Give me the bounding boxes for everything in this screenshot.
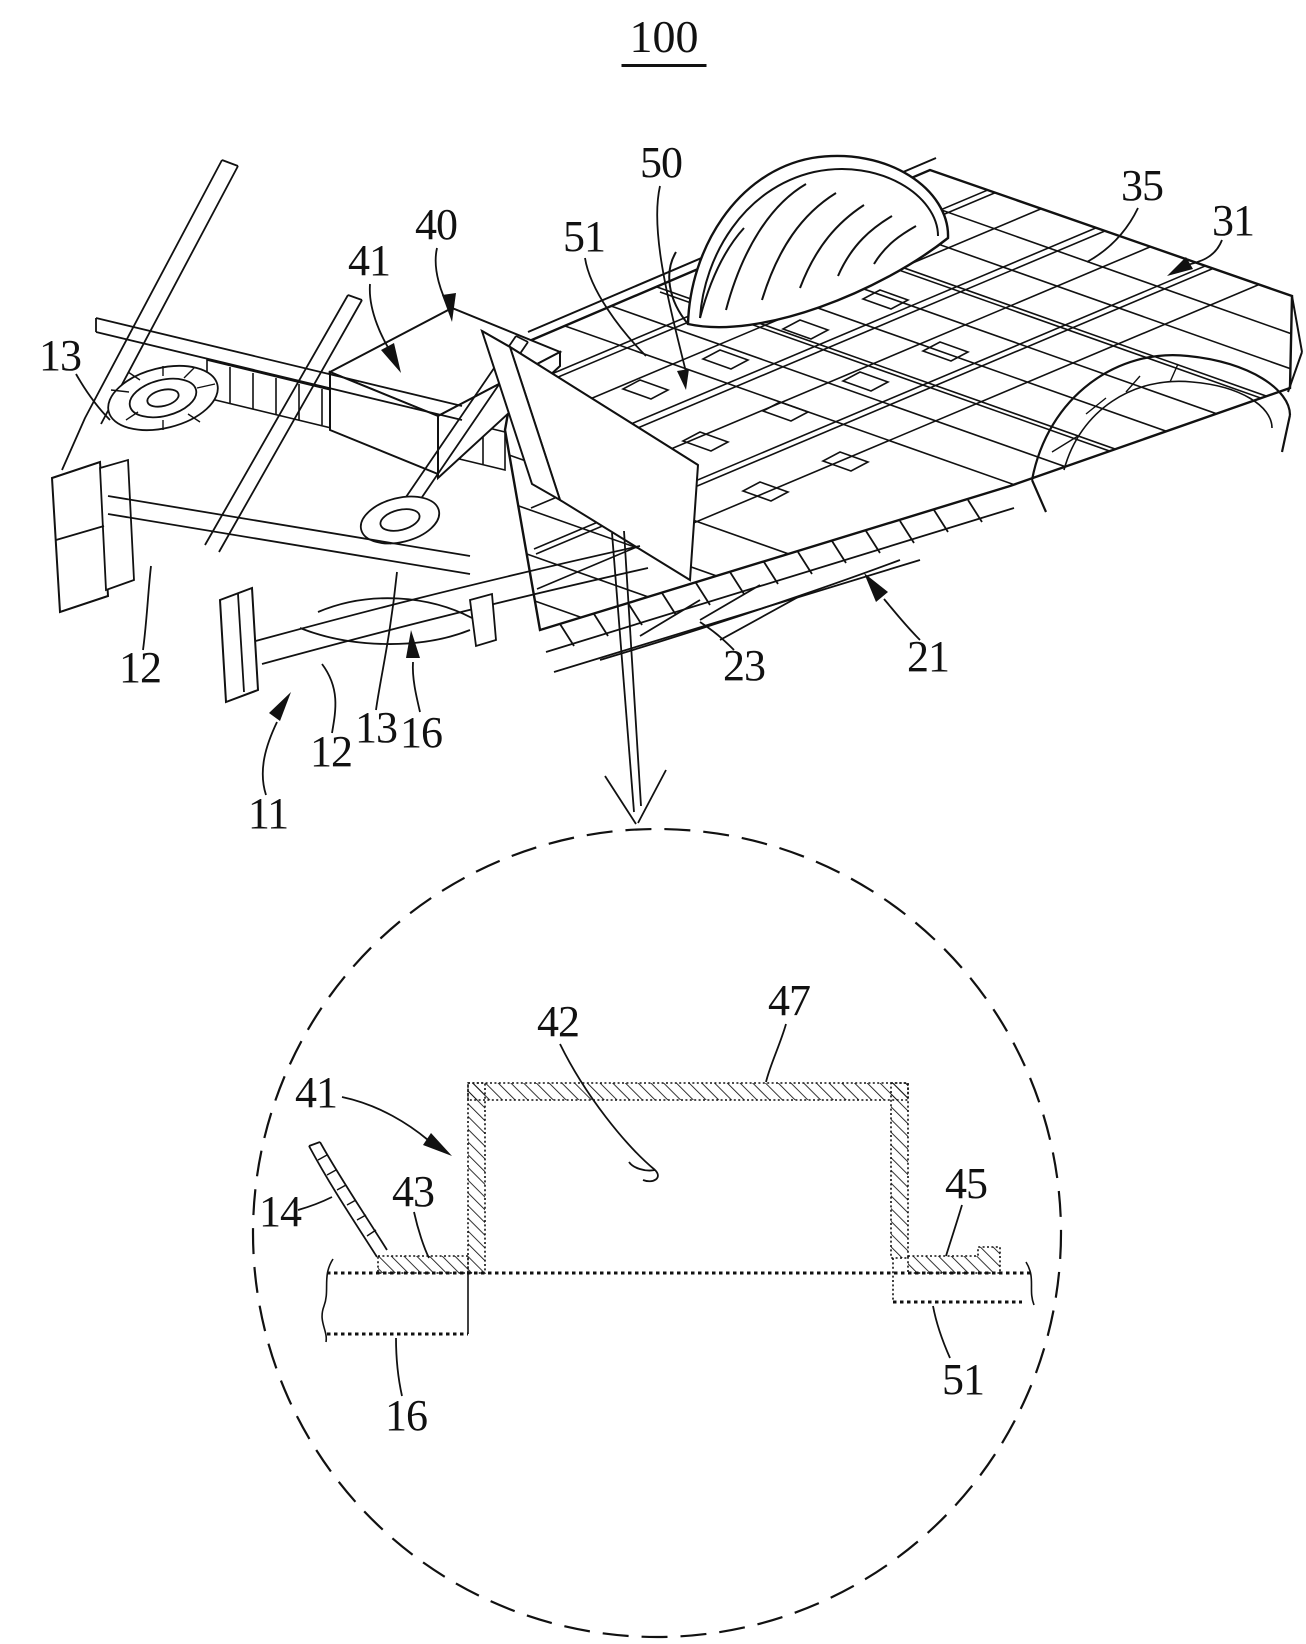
ref-label-12-left: 12 [119, 643, 162, 692]
right-break-mark [1025, 1261, 1035, 1306]
bracket-right-wall [890, 1082, 909, 1259]
ref-label-51-inset: 51 [942, 1355, 985, 1404]
inset-dashed-circle [251, 827, 1063, 1639]
bracket-right-flange [907, 1246, 1001, 1274]
left-break-mark [321, 1258, 334, 1343]
ref-label-11: 11 [247, 789, 289, 838]
ref-label-13-front: 13 [39, 331, 82, 380]
ref-label-35: 35 [1121, 161, 1164, 210]
strut-tower-right [359, 495, 441, 545]
ref-label-41-inset: 41 [295, 1068, 338, 1117]
ref-label-14: 14 [259, 1187, 302, 1236]
bracket-left-wall [467, 1082, 486, 1274]
rear-wheel-arch [1030, 354, 1292, 513]
ref-label-45: 45 [945, 1159, 988, 1208]
ref-label-16-main: 16 [400, 708, 443, 757]
ref-label-40: 40 [415, 200, 458, 249]
ref-label-13-subframe: 13 [355, 703, 398, 752]
mounted-box-large [480, 328, 700, 582]
figure-number-title: 100 [621, 14, 707, 67]
ref-label-50: 50 [640, 138, 683, 187]
ref-label-43: 43 [392, 1167, 435, 1216]
ref-label-31: 31 [1212, 196, 1255, 245]
ref-label-23: 23 [723, 641, 766, 690]
floor-panel-edges [321, 1258, 1035, 1343]
ref-label-16-inset: 16 [385, 1391, 428, 1440]
arrowheads-main [269, 257, 1193, 721]
floor-panel-lines [327, 1271, 1030, 1336]
ref-label-42: 42 [537, 997, 580, 1046]
detail-inset [251, 827, 1063, 1639]
rocker-sill [545, 499, 1015, 673]
bracket-top-wall [467, 1082, 909, 1101]
ref-label-51-main: 51 [563, 212, 606, 261]
detail-transfer-arrow [604, 530, 667, 825]
leader-lines-inset [297, 1023, 963, 1397]
ref-label-47: 47 [768, 976, 811, 1025]
bracket-cross-section [377, 1082, 1001, 1274]
bracket-left-flange [377, 1255, 469, 1274]
arrowheads-inset [423, 1133, 452, 1156]
ref-label-41-main: 41 [348, 236, 391, 285]
dome-hump [668, 154, 950, 329]
front-structure [50, 159, 649, 704]
inclined-member [308, 1141, 388, 1258]
ref-label-21: 21 [907, 632, 950, 681]
ref-label-12-subframe: 12 [310, 727, 353, 776]
